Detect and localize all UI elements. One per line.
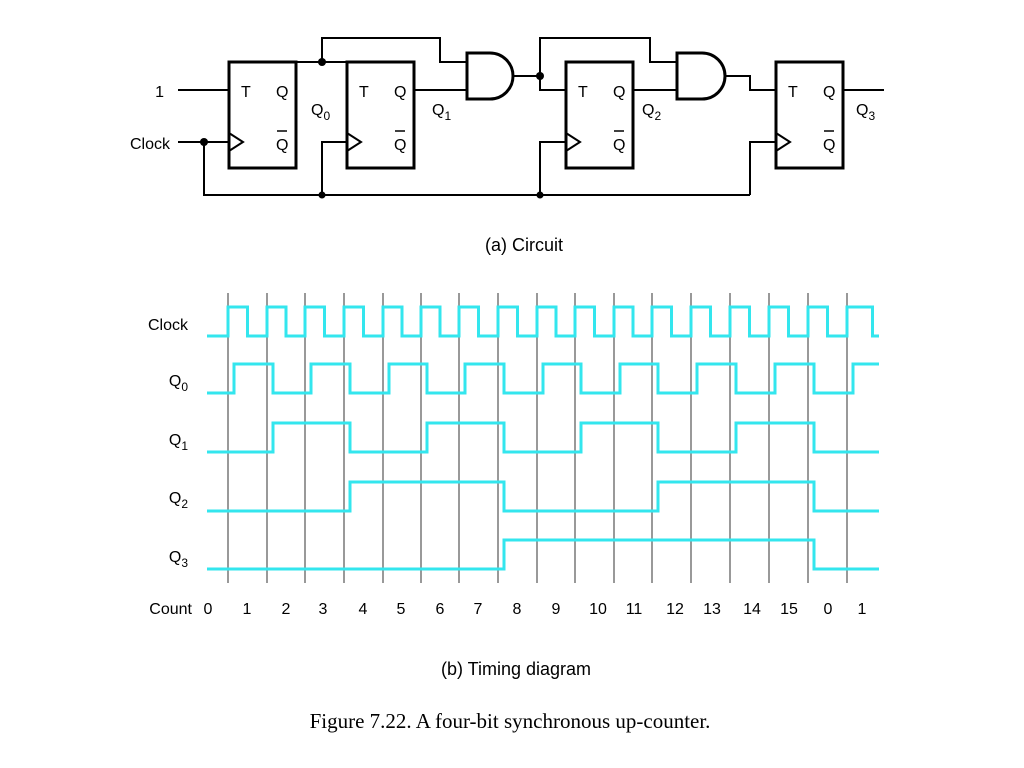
clock-bus: [203, 142, 750, 196]
wire-clock-to-ff1: [321, 141, 347, 195]
count-value: 12: [666, 601, 684, 618]
count-value: 15: [780, 601, 798, 618]
ff-qbar-label: Q: [823, 137, 835, 154]
input-one-label: 1: [155, 84, 164, 101]
flipflop-2: T Q Q: [564, 60, 635, 170]
signal-label: Q0: [169, 373, 188, 394]
waveform-clock: [207, 305, 879, 338]
waveform-q1: [207, 421, 879, 454]
ff-t-label: T: [359, 84, 369, 101]
wire-q0-to-and1: [321, 37, 467, 63]
flipflop-body: [564, 60, 635, 170]
clock-input-label: Clock: [130, 136, 171, 153]
and-gate-2: [675, 51, 727, 101]
count-value: 11: [626, 601, 643, 618]
signal-label: Q2: [169, 490, 188, 511]
junction-dot: [536, 72, 544, 80]
clock-triangle: [775, 132, 792, 152]
flipflop-body: [227, 60, 298, 170]
ff-t-label: T: [788, 84, 798, 101]
clock-triangle: [228, 132, 245, 152]
wire-clock-to-ff2: [539, 141, 566, 195]
signal-label: Clock: [148, 317, 189, 334]
and-gate-1: [465, 51, 515, 101]
count-value: 13: [703, 601, 721, 618]
count-value: 14: [743, 601, 761, 618]
circuit-wires: [178, 37, 884, 196]
flipflop-body: [774, 60, 845, 170]
junction-dot: [536, 191, 544, 199]
circuit-caption: (a) Circuit: [485, 235, 563, 255]
count-value: 8: [513, 601, 522, 618]
wire-and2-to-t3: [725, 75, 776, 91]
flipflops: T Q Q T Q Q T Q Q T Q Q: [227, 60, 845, 170]
count-value: 7: [474, 601, 483, 618]
signal-label: Q3: [169, 549, 188, 570]
count-value: 1: [858, 601, 867, 618]
circuit: 1 Clock: [130, 37, 884, 255]
output-label-q0: Q0: [311, 102, 330, 123]
timing-waveforms: [207, 305, 879, 571]
wire-and1-to-t2: [513, 75, 566, 91]
count-value: 3: [319, 601, 328, 618]
ff-q-label: Q: [394, 84, 406, 101]
flipflop-body: [345, 60, 416, 170]
output-label-q1: Q1: [432, 102, 451, 123]
timing-caption: (b) Timing diagram: [441, 659, 591, 679]
clock-triangle: [565, 132, 582, 152]
junction-dot: [318, 191, 326, 199]
junction-dot: [318, 58, 326, 66]
count-value: 9: [552, 601, 561, 618]
ff-qbar-label: Q: [276, 137, 288, 154]
ff-t-label: T: [578, 84, 588, 101]
count-value: 0: [204, 601, 213, 618]
wire-and1-to-and2: [539, 37, 677, 76]
signal-label: Q1: [169, 432, 188, 453]
waveform-q2: [207, 480, 879, 513]
wire-clock-to-ff3: [749, 141, 776, 195]
count-value: 4: [359, 601, 368, 618]
ff-q-label: Q: [613, 84, 625, 101]
count-value: 1: [243, 601, 252, 618]
timing-gridlines: [227, 293, 848, 583]
count-value: 2: [282, 601, 291, 618]
output-label-q3: Q3: [856, 102, 875, 123]
figure-caption: Figure 7.22. A four-bit synchronous up-c…: [310, 709, 711, 733]
flipflop-0: T Q Q: [227, 60, 298, 170]
count-value: 10: [589, 601, 607, 618]
count-label: Count: [149, 601, 192, 618]
output-label-q2: Q2: [642, 102, 661, 123]
clock-triangle: [346, 132, 363, 152]
ff-t-label: T: [241, 84, 251, 101]
ff-q-label: Q: [823, 84, 835, 101]
count-value: 6: [436, 601, 445, 618]
flipflop-3: T Q Q: [774, 60, 845, 170]
count-value: 0: [824, 601, 833, 618]
junction-dot: [200, 138, 208, 146]
flipflop-1: T Q Q: [345, 60, 416, 170]
waveform-q0: [207, 362, 879, 395]
ff-qbar-label: Q: [394, 137, 406, 154]
ff-q-label: Q: [276, 84, 288, 101]
count-value: 5: [397, 601, 406, 618]
waveform-q3: [207, 538, 879, 571]
ff-qbar-label: Q: [613, 137, 625, 154]
